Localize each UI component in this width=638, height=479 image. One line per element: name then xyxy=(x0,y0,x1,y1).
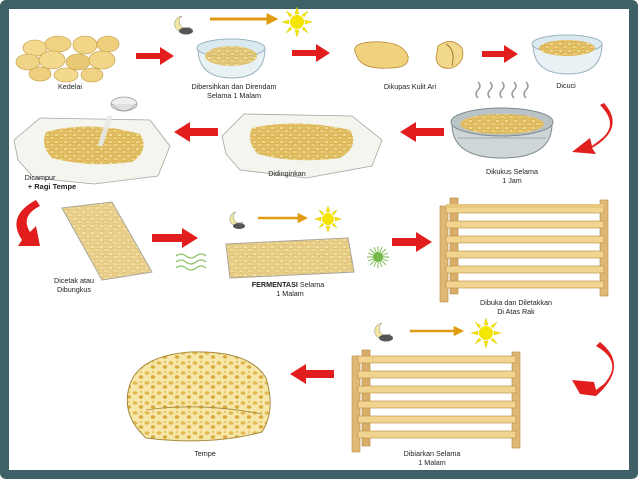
mold-icon xyxy=(367,246,389,268)
label-rendam-1: Dibersihkan dan Direndam xyxy=(191,82,276,91)
label-fermentasi-bold: FERMENTASI xyxy=(252,280,298,289)
sun-icon xyxy=(314,205,342,233)
label-kukus-1: Dikukus Selama xyxy=(486,167,538,176)
red-arrow-icon xyxy=(482,45,518,63)
label-dingin: Didinginkan xyxy=(268,169,306,178)
label-fermentasi-1: FERMENTASI Selama xyxy=(252,280,325,289)
sun-icon xyxy=(281,6,313,38)
label-biarkan-2: 1 Malam xyxy=(418,458,446,467)
steam-icon xyxy=(475,81,529,99)
label-rak-2: Di Atas Rak xyxy=(497,307,535,316)
red-arrow-icon xyxy=(292,44,330,62)
soaking-bowl-illustration xyxy=(196,38,266,79)
curved-arrow-icon xyxy=(572,103,613,154)
red-arrow-icon xyxy=(400,122,444,142)
moon-cloud-icon xyxy=(174,15,193,35)
label-cetak-2: Dibungkus xyxy=(57,285,91,294)
soybeans-illustration xyxy=(15,35,120,83)
label-tempe: Tempe xyxy=(194,449,216,458)
label-rak-1: Dibuka dan Diletakkan xyxy=(480,298,552,307)
curved-arrow-icon xyxy=(16,200,40,246)
rack-illustration xyxy=(351,349,521,453)
label-campur-1: Dicampur xyxy=(25,173,56,182)
label-biarkan-1: Dibiarkan Selama xyxy=(404,449,461,458)
red-arrow-icon xyxy=(152,228,198,248)
label-rendam-2: Selama 1 Malam xyxy=(207,91,261,100)
steamer-illustration xyxy=(450,81,554,159)
label-cuci: Dicuci xyxy=(556,81,576,90)
washing-bowl-illustration xyxy=(531,34,603,75)
moon-cloud-icon xyxy=(229,211,245,229)
red-arrow-icon xyxy=(290,364,334,384)
red-arrow-icon xyxy=(136,47,174,65)
label-kukus-2: 1 Jam xyxy=(502,176,522,185)
label-campur-2: + Ragi Tempe xyxy=(28,182,76,191)
curved-arrow-icon xyxy=(572,342,615,396)
peeled-bean-illustration xyxy=(354,41,464,69)
label-cetak-1: Dicetak atau xyxy=(54,276,94,285)
red-arrow-icon xyxy=(392,232,432,252)
tempe-block-illustration xyxy=(126,351,271,442)
label-fermentasi-2: 1 Malam xyxy=(276,289,304,298)
rack-illustration xyxy=(439,197,609,303)
cooling-cloth-illustration xyxy=(221,113,383,179)
mixing-cloth-illustration xyxy=(13,96,171,185)
wrapped-tempe-illustration xyxy=(61,201,153,281)
red-arrow-icon xyxy=(174,122,218,142)
label-fermentasi-rest: Selama xyxy=(298,280,324,289)
fermenting-block-illustration xyxy=(175,237,355,279)
label-kupas: Dikupas Kulit Ari xyxy=(384,82,437,91)
sun-icon xyxy=(470,317,502,349)
moon-cloud-icon xyxy=(374,322,393,342)
label-kedelai: Kedelai xyxy=(58,82,82,91)
